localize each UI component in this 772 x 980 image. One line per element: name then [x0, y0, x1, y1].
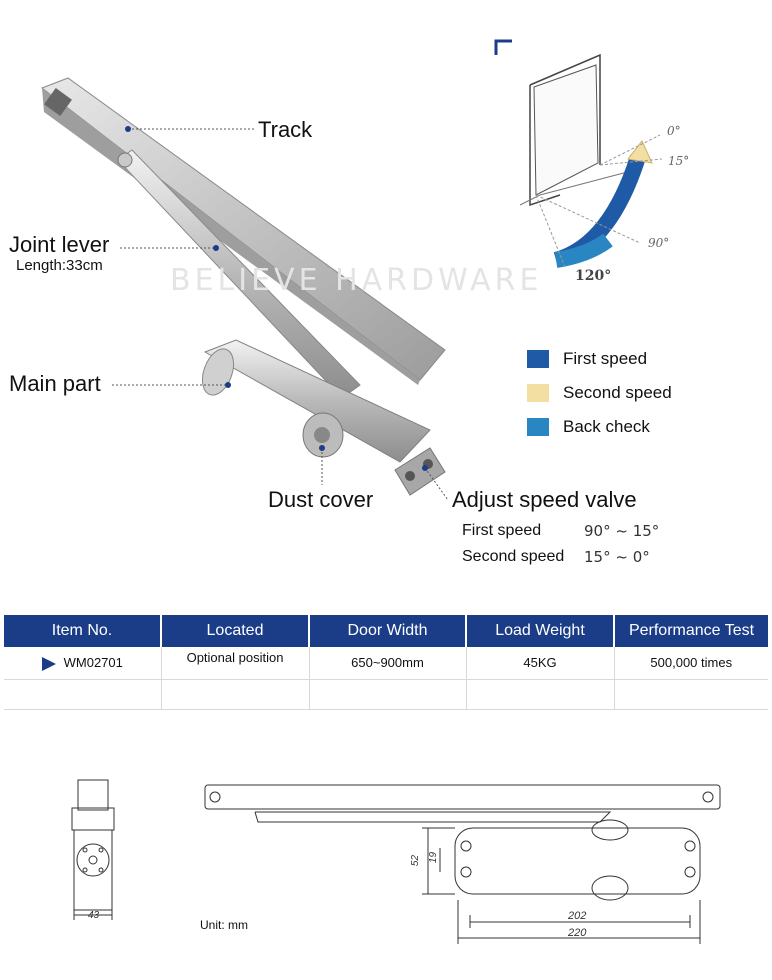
watermark: BELIEVE HARDWARE	[170, 263, 543, 298]
dim-202: 202	[568, 910, 587, 922]
angle-90: 90°	[648, 236, 670, 250]
legend-swatch	[527, 418, 549, 436]
table-cell	[161, 679, 310, 710]
table-cell	[466, 679, 615, 710]
table-cell: 650~900mm	[309, 647, 467, 680]
dim-43: 43	[88, 910, 100, 921]
legend-label: First speed	[563, 349, 648, 368]
table-header: Performance Test	[614, 615, 768, 647]
table-cell: 500,000 times	[614, 647, 768, 680]
table-header: Door Width	[309, 615, 467, 647]
table-header: Located	[161, 615, 310, 647]
joint-lever	[117, 149, 361, 399]
door-closer-illustration	[40, 77, 449, 501]
speed-row-first: First speed 90° ~ 15°	[462, 522, 659, 540]
legend-first-speed: First speed	[527, 349, 672, 369]
label-main-part: Main part	[9, 371, 101, 396]
table-header: Load Weight	[466, 615, 615, 647]
speed-legend: First speed Second speed Back check	[527, 349, 672, 437]
triangle-bullet-icon	[41, 656, 56, 671]
legend-swatch	[527, 384, 549, 402]
dim-52: 52	[410, 854, 422, 867]
table-header: Item No.	[4, 615, 162, 647]
table-row-empty	[4, 679, 768, 710]
legend-swatch	[527, 350, 549, 368]
legend-label: Back check	[563, 417, 650, 436]
speed-row-second-label: Second speed	[462, 548, 565, 565]
table-cell	[4, 679, 162, 710]
table-cell: Optional position	[161, 647, 310, 680]
dim-19: 19	[428, 851, 440, 864]
unit-label: Unit: mm	[200, 918, 248, 932]
table-row: WM02701 Optional position 650~900mm 45KG…	[4, 647, 768, 680]
angle-120: 120°	[575, 268, 612, 284]
speed-row-second-range: 15° ~ 0°	[584, 548, 650, 566]
table-cell	[309, 679, 467, 710]
legend-label: Second speed	[563, 383, 672, 402]
door-angle-diagram	[494, 39, 663, 268]
spec-table: Item No. Located Door Width Load Weight …	[4, 615, 768, 710]
item-no-value: WM02701	[63, 654, 123, 670]
speed-row-first-range: 90° ~ 15°	[584, 522, 660, 540]
closer-body	[201, 339, 446, 496]
legend-second-speed: Second speed	[527, 383, 672, 403]
label-track: Track	[258, 117, 313, 142]
spec-table-wrapper: Item No. Located Door Width Load Weight …	[4, 615, 768, 710]
legend-back-check: Back check	[527, 417, 672, 437]
angle-15: 15°	[668, 154, 690, 168]
speed-row-second: Second speed 15° ~ 0°	[462, 548, 650, 566]
table-cell-item-no: WM02701	[4, 647, 162, 680]
table-header-row: Item No. Located Door Width Load Weight …	[4, 615, 768, 647]
table-cell: 45KG	[466, 647, 615, 680]
table-cell	[614, 679, 768, 710]
angle-0: 0°	[667, 124, 681, 138]
label-joint-lever: Joint lever	[9, 232, 110, 257]
label-dust-cover: Dust cover	[268, 487, 374, 512]
dim-220: 220	[568, 927, 587, 939]
speed-row-first-label: First speed	[462, 522, 542, 539]
label-joint-lever-length: Length:33cm	[16, 257, 103, 274]
technical-drawing	[71, 779, 721, 944]
label-adjust-speed-valve: Adjust speed valve	[452, 487, 637, 512]
